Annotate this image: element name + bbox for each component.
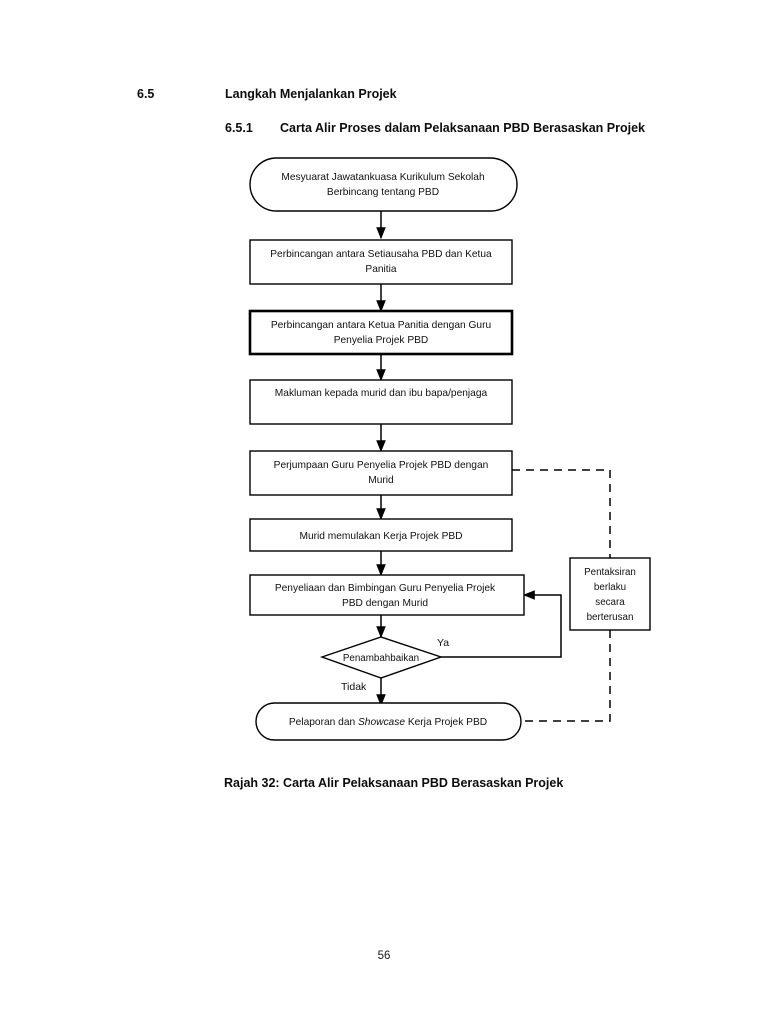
- connector-n8-n7-ya-loop: [441, 590, 562, 658]
- node-n2-line-2: Panitia: [365, 264, 396, 275]
- node-n7-line-1: Penyeliaan dan Bimbingan Guru Penyelia P…: [275, 583, 496, 594]
- node-process-perbincangan-setiausaha: [249, 239, 513, 285]
- node-n9-text: Pelaporan dan Showcase Kerja Projek PBD: [289, 717, 487, 728]
- node-n10-line-2: berlaku: [594, 582, 626, 593]
- node-n10-line-1: Pentaksiran: [584, 567, 636, 578]
- figure-caption: Rajah 32: Carta Alir Pelaksanaan PBD Ber…: [224, 776, 564, 790]
- node-n5-line-1: Perjumpaan Guru Penyelia Projek PBD deng…: [274, 460, 489, 471]
- subsection-number: 6.5.1: [225, 121, 253, 135]
- node-process-makluman: [249, 379, 513, 425]
- node-n3-line-2: Penyelia Projek PBD: [334, 335, 429, 346]
- node-process-penyeliaan: [249, 574, 525, 616]
- node-n1-line-1: Mesyuarat Jawatankuasa Kurikulum Sekolah: [281, 172, 484, 183]
- node-n9-text-before: Pelaporan dan: [289, 717, 358, 728]
- node-terminator-pelaporan: [255, 702, 522, 741]
- node-note-pentaksiran: [569, 557, 651, 631]
- node-n5-line-2: Murid: [368, 475, 394, 486]
- node-n9-text-after: Kerja Projek PBD: [405, 717, 487, 728]
- node-n1-line-2: Berbincang tentang PBD: [327, 187, 439, 198]
- node-n9-text-italic: Showcase: [358, 717, 405, 728]
- node-n10-line-4: berterusan: [587, 612, 634, 623]
- page-number: 56: [377, 950, 391, 962]
- edge-label-tidak: Tidak: [341, 681, 367, 693]
- node-decision-penambahbaikan: [319, 636, 444, 679]
- node-process-perbincangan-ketua-panitia: [248, 309, 514, 356]
- subsection-title: Carta Alir Proses dalam Pelaksanaan PBD …: [280, 121, 646, 135]
- section-title: Langkah Menjalankan Projek: [225, 87, 397, 101]
- node-n10-line-3: secara: [595, 597, 625, 608]
- edge-label-ya: Ya: [437, 637, 449, 649]
- subsection-heading: 6.5.1 Carta Alir Proses dalam Pelaksanaa…: [225, 121, 645, 135]
- node-n8-line-1: Penambahbaikan: [343, 653, 419, 664]
- node-n3-line-1: Perbincangan antara Ketua Panitia dengan…: [271, 320, 491, 331]
- connector-note-n9-dashed: [521, 630, 611, 722]
- node-n7-line-2: PBD dengan Murid: [342, 598, 428, 609]
- flowchart-diagram: Mesyuarat Jawatankuasa Kurikulum Sekolah…: [248, 157, 651, 741]
- node-n2-line-1: Perbincangan antara Setiausaha PBD dan K…: [270, 249, 492, 260]
- node-terminator-mesyuarat: [249, 157, 518, 212]
- connector-n5-note-dashed: [512, 469, 611, 558]
- node-process-murid-memulakan: [249, 518, 513, 552]
- node-process-perjumpaan: [249, 450, 513, 496]
- section-number: 6.5: [137, 87, 155, 101]
- section-heading: 6.5 Langkah Menjalankan Projek: [137, 87, 397, 101]
- node-n6-line-1: Murid memulakan Kerja Projek PBD: [299, 531, 462, 542]
- node-n4-line-1: Makluman kepada murid dan ibu bapa/penja…: [275, 388, 488, 399]
